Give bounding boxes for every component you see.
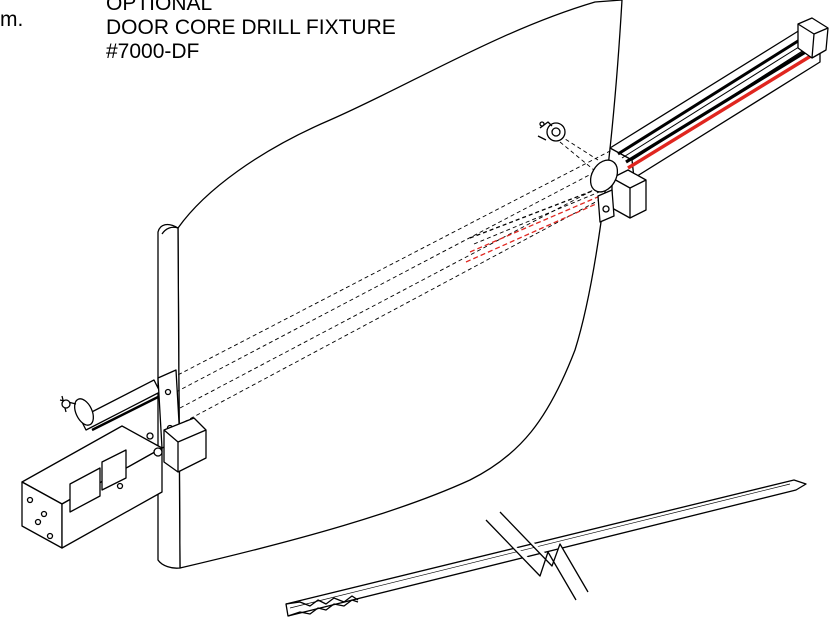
door-slab [157,0,623,569]
lower-jig-assembly [21,369,207,549]
fixture-caption: OPTIONAL DOOR CORE DRILL FIXTURE #7000-D… [106,0,396,64]
drill-bit [285,479,807,617]
projection-lines [171,127,619,423]
caption-line-part-number: #7000-DF [106,40,200,63]
upper-rail-assembly [537,17,829,223]
caption-fragment: m. [0,8,24,31]
caption-line-name: DOOR CORE DRILL FIXTURE [106,16,396,39]
caption-line-optional: OPTIONAL [106,0,213,15]
